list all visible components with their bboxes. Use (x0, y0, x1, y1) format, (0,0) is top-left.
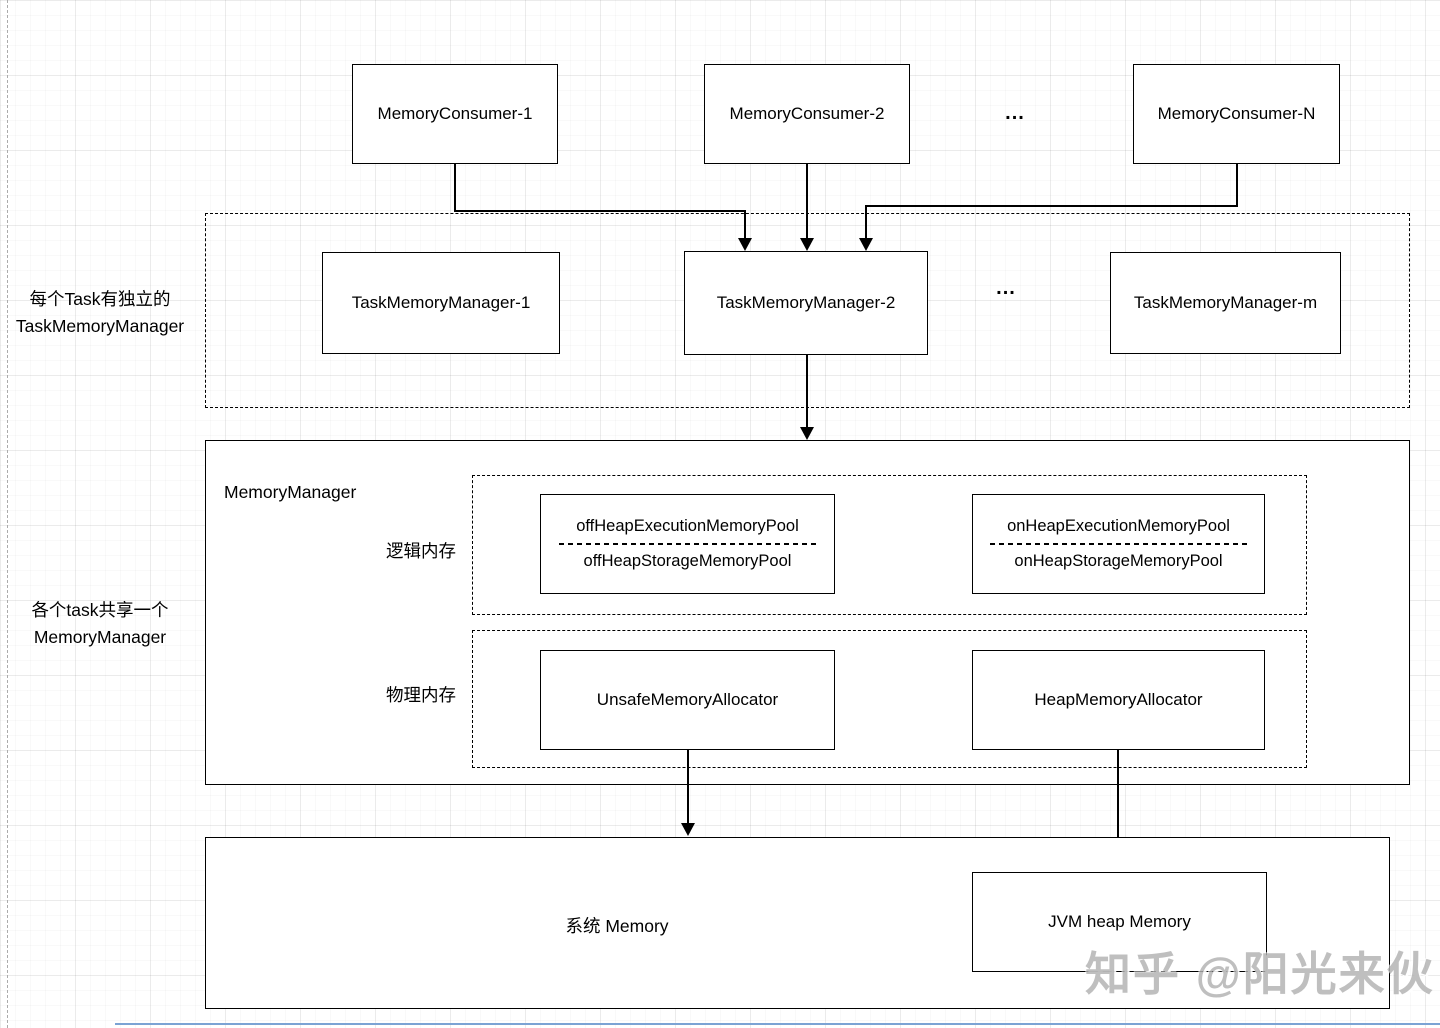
arrowhead-c2-icon (800, 238, 814, 251)
onheap-execution-pool-label: onHeapExecutionMemoryPool (1007, 517, 1230, 535)
offheap-execution-pool-label: offHeapExecutionMemoryPool (576, 517, 799, 535)
task-group-side-label-line2: TaskMemoryManager (15, 316, 185, 336)
task-memory-manager-1-box: TaskMemoryManager-1 (322, 252, 560, 354)
pool-divider-dashed-line (990, 543, 1247, 545)
connector-cn-horizontal (865, 205, 1238, 207)
memory-consumer-1-label: MemoryConsumer-1 (377, 104, 533, 123)
connector-c2-vertical (806, 164, 808, 239)
system-memory-label: 系统 Memory (565, 916, 669, 936)
connector-tmm2-mm (806, 355, 808, 428)
memory-consumer-n-box: MemoryConsumer-N (1133, 64, 1340, 164)
page-bottom-blue-line (115, 1023, 1440, 1025)
unsafe-memory-allocator-box: UnsafeMemoryAllocator (540, 650, 835, 750)
task-memory-manager-2-label: TaskMemoryManager-2 (716, 293, 896, 312)
memory-manager-side-label-line1: 各个task共享一个 (31, 600, 169, 620)
zhihu-watermark: 知乎 @阳光来伙 (1085, 948, 1435, 1000)
jvm-heap-memory-box: JVM heap Memory (972, 872, 1267, 972)
task-memory-manager-m-box: TaskMemoryManager-m (1110, 252, 1341, 354)
consumers-ellipsis: ... (1005, 102, 1025, 124)
memory-consumer-1-box: MemoryConsumer-1 (352, 64, 558, 164)
heap-memory-allocator-label: HeapMemoryAllocator (1034, 690, 1203, 709)
connector-heap-jvm (1117, 750, 1119, 860)
memory-consumer-2-label: MemoryConsumer-2 (729, 104, 885, 123)
task-managers-ellipsis: ... (996, 277, 1016, 299)
connector-cn-drop (865, 205, 867, 239)
connector-cn-vertical (1236, 164, 1238, 207)
task-group-side-label: 每个Task有独立的 TaskMemoryManager (0, 286, 200, 340)
connector-unsafe-system (687, 750, 689, 824)
connector-c1-drop (744, 210, 746, 239)
arrowhead-c1-icon (738, 238, 752, 251)
logical-memory-label: 逻辑内存 (386, 541, 456, 561)
offheap-memory-pool-box: offHeapExecutionMemoryPool offHeapStorag… (540, 494, 835, 594)
task-memory-manager-1-label: TaskMemoryManager-1 (351, 293, 531, 312)
offheap-storage-pool-label: offHeapStorageMemoryPool (583, 552, 792, 570)
memory-manager-side-label: 各个task共享一个 MemoryManager (0, 597, 200, 651)
memory-consumer-2-box: MemoryConsumer-2 (704, 64, 910, 164)
arrowhead-unsafe-system-icon (681, 823, 695, 836)
physical-memory-label: 物理内存 (386, 685, 456, 705)
connector-c1-vertical (454, 164, 456, 212)
arrowhead-cn-icon (859, 238, 873, 251)
task-memory-manager-m-label: TaskMemoryManager-m (1133, 293, 1318, 312)
pool-divider-dashed-line (558, 543, 817, 545)
memory-manager-title: MemoryManager (224, 482, 357, 502)
physical-memory-group (472, 630, 1307, 768)
memory-consumer-n-label: MemoryConsumer-N (1157, 104, 1316, 123)
logical-memory-group (472, 475, 1307, 615)
jvm-heap-memory-label: JVM heap Memory (1048, 912, 1191, 931)
memory-manager-side-label-line2: MemoryManager (33, 627, 167, 647)
onheap-memory-pool-box: onHeapExecutionMemoryPool onHeapStorageM… (972, 494, 1265, 594)
heap-memory-allocator-box: HeapMemoryAllocator (972, 650, 1265, 750)
task-group-side-label-line1: 每个Task有独立的 (29, 289, 171, 309)
page-margin-dashed-line (7, 0, 8, 1028)
task-memory-manager-2-box: TaskMemoryManager-2 (684, 251, 928, 355)
onheap-storage-pool-label: onHeapStorageMemoryPool (1014, 552, 1223, 570)
unsafe-memory-allocator-label: UnsafeMemoryAllocator (596, 690, 779, 709)
connector-c1-horizontal (454, 210, 746, 212)
arrowhead-tmm2-mm-icon (800, 427, 814, 440)
